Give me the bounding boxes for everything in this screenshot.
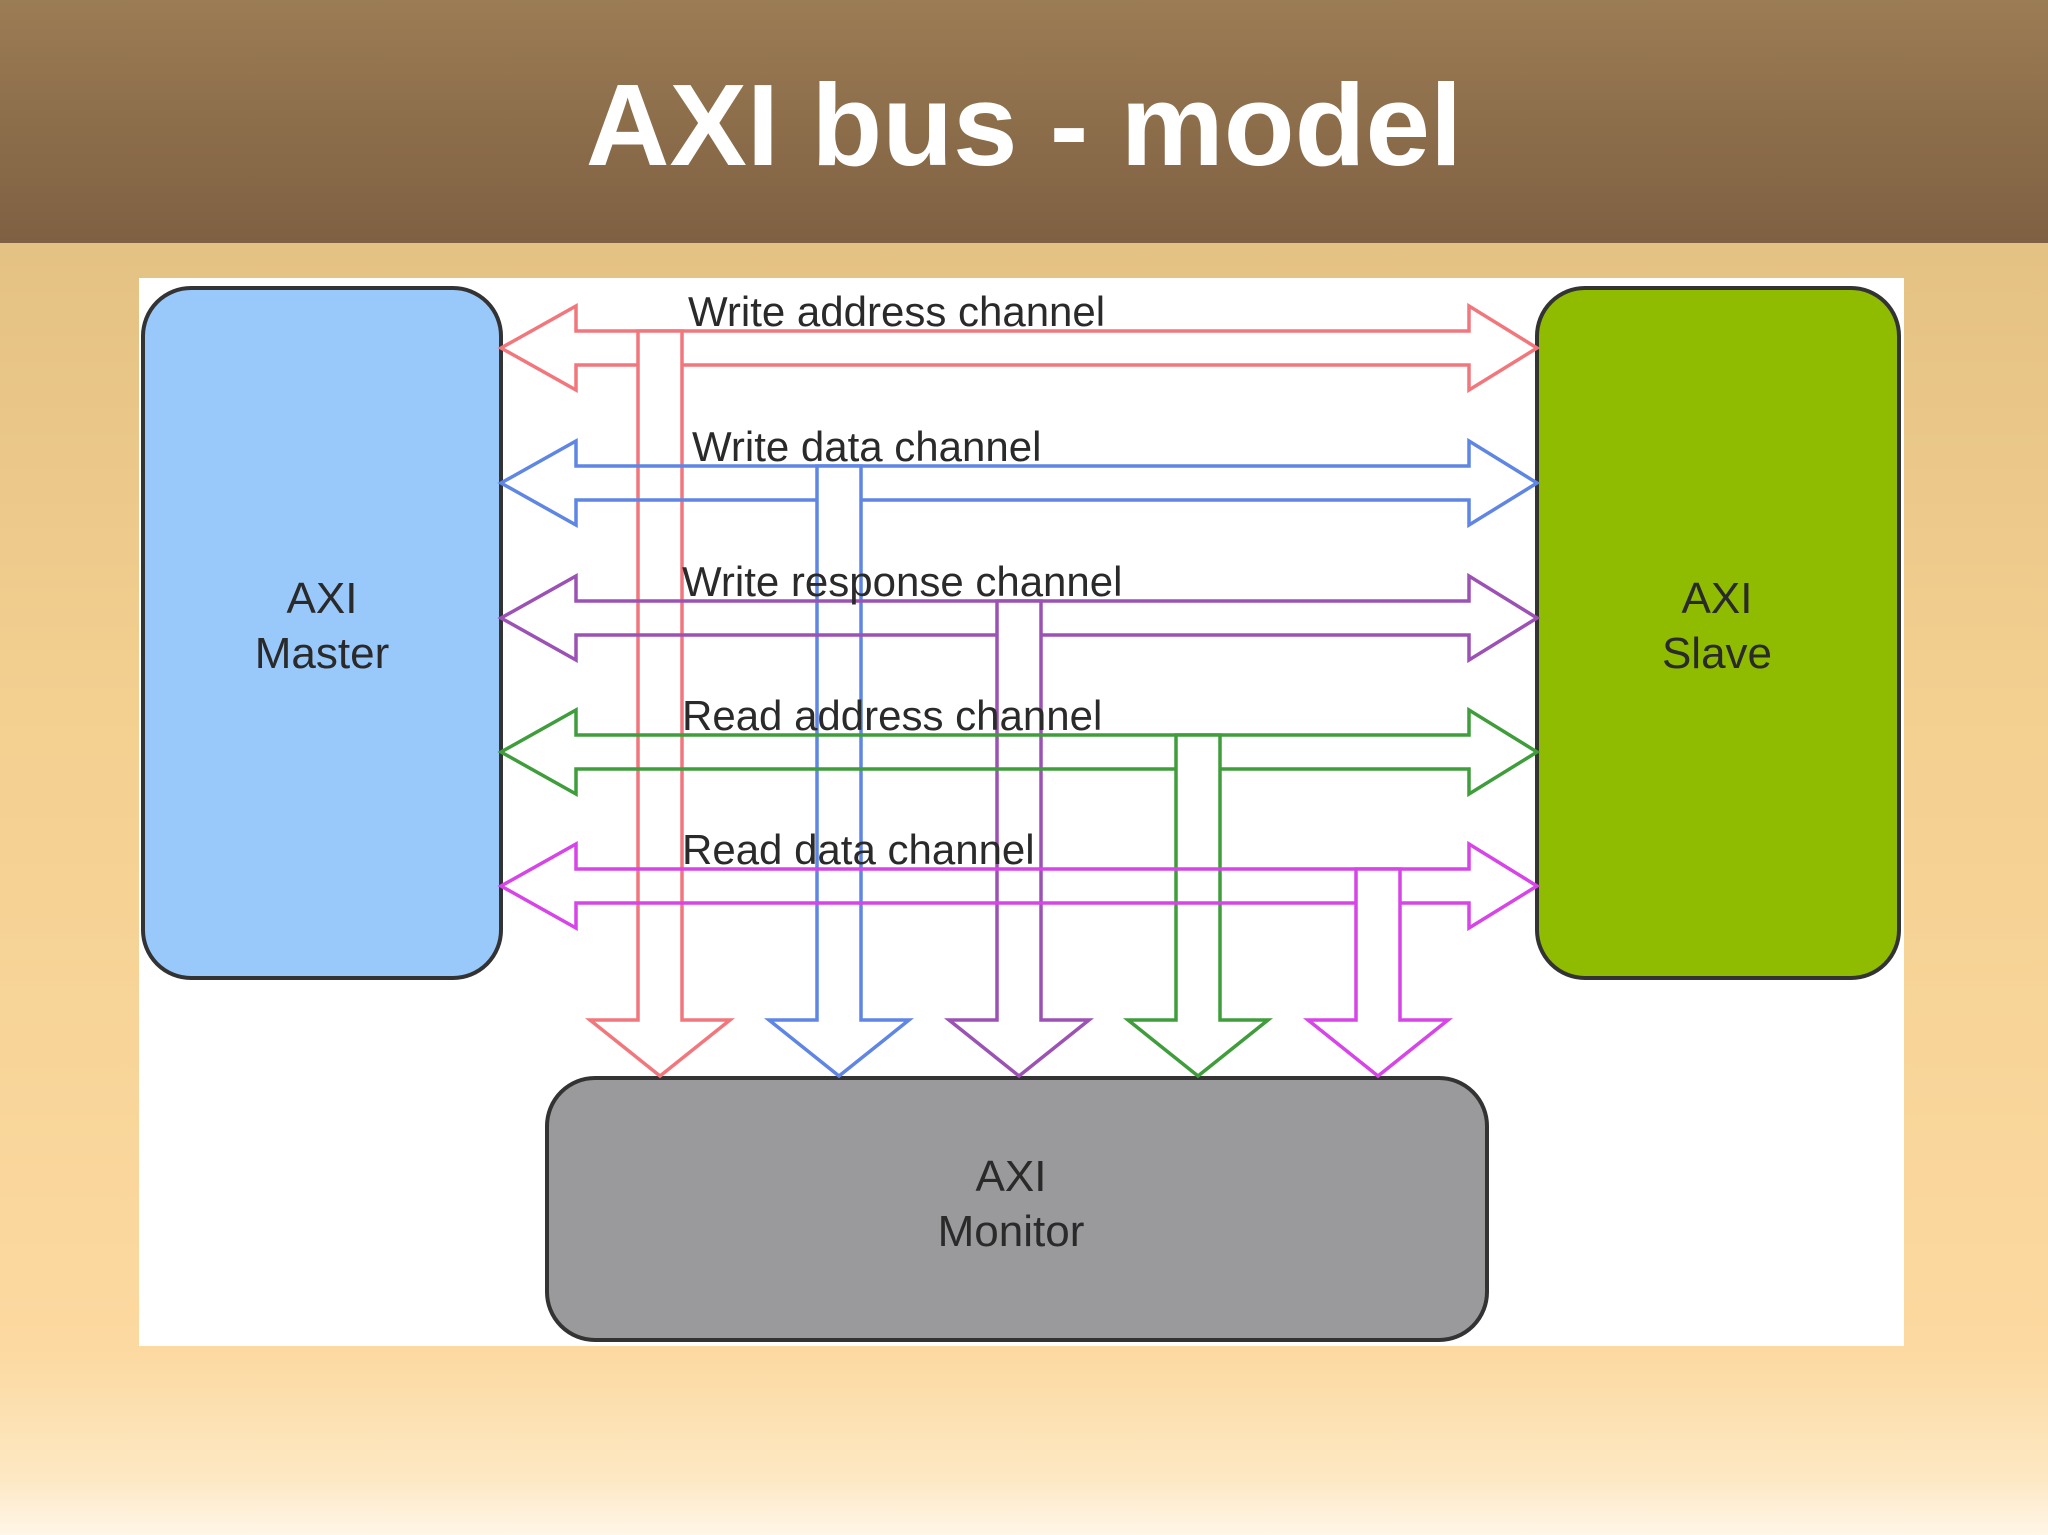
bus-arrow-write-data (497, 437, 1541, 529)
channel-label-write-address: Write address channel (688, 288, 1105, 335)
tap-arrow-read-data (1303, 867, 1453, 1079)
channel-label-read-address: Read address channel (682, 692, 1102, 739)
axi-diagram-canvas: AXI Master AXI Slave AXI Monitor Write a… (141, 286, 1901, 1342)
bus-arrow-read-data (497, 840, 1541, 932)
channel-label-write-response: Write response channel (682, 558, 1122, 605)
bus-arrow-write-response (497, 572, 1541, 664)
channel-arrows (497, 302, 1541, 1079)
axi-monitor-label-line2: Monitor (938, 1207, 1085, 1256)
title-bar: AXI bus - model (0, 0, 2048, 243)
tap-arrow-write-data (764, 464, 914, 1079)
bus-arrow-write-address (497, 302, 1541, 394)
tap-arrow-write-address (585, 329, 735, 1079)
axi-master-label-line2: Master (255, 629, 389, 678)
tap-arrow-write-response (944, 599, 1094, 1079)
axi-monitor-block (545, 1076, 1489, 1342)
axi-slave-block (1535, 286, 1901, 980)
channel-label-read-data: Read data channel (682, 826, 1035, 873)
axi-master-block (141, 286, 503, 980)
tap-arrow-read-address (1123, 733, 1273, 1079)
slide-title: AXI bus - model (585, 60, 1463, 190)
axi-slave-label-line1: AXI (1682, 574, 1753, 623)
axi-master-label-line1: AXI (287, 574, 358, 623)
axi-diagram: AXI Master AXI Slave AXI Monitor Write a… (139, 278, 1904, 1346)
axi-monitor-label-line1: AXI (976, 1152, 1047, 1201)
bus-arrow-read-address (497, 706, 1541, 798)
channel-label-write-data: Write data channel (692, 423, 1041, 470)
axi-slave-label-line2: Slave (1662, 629, 1772, 678)
